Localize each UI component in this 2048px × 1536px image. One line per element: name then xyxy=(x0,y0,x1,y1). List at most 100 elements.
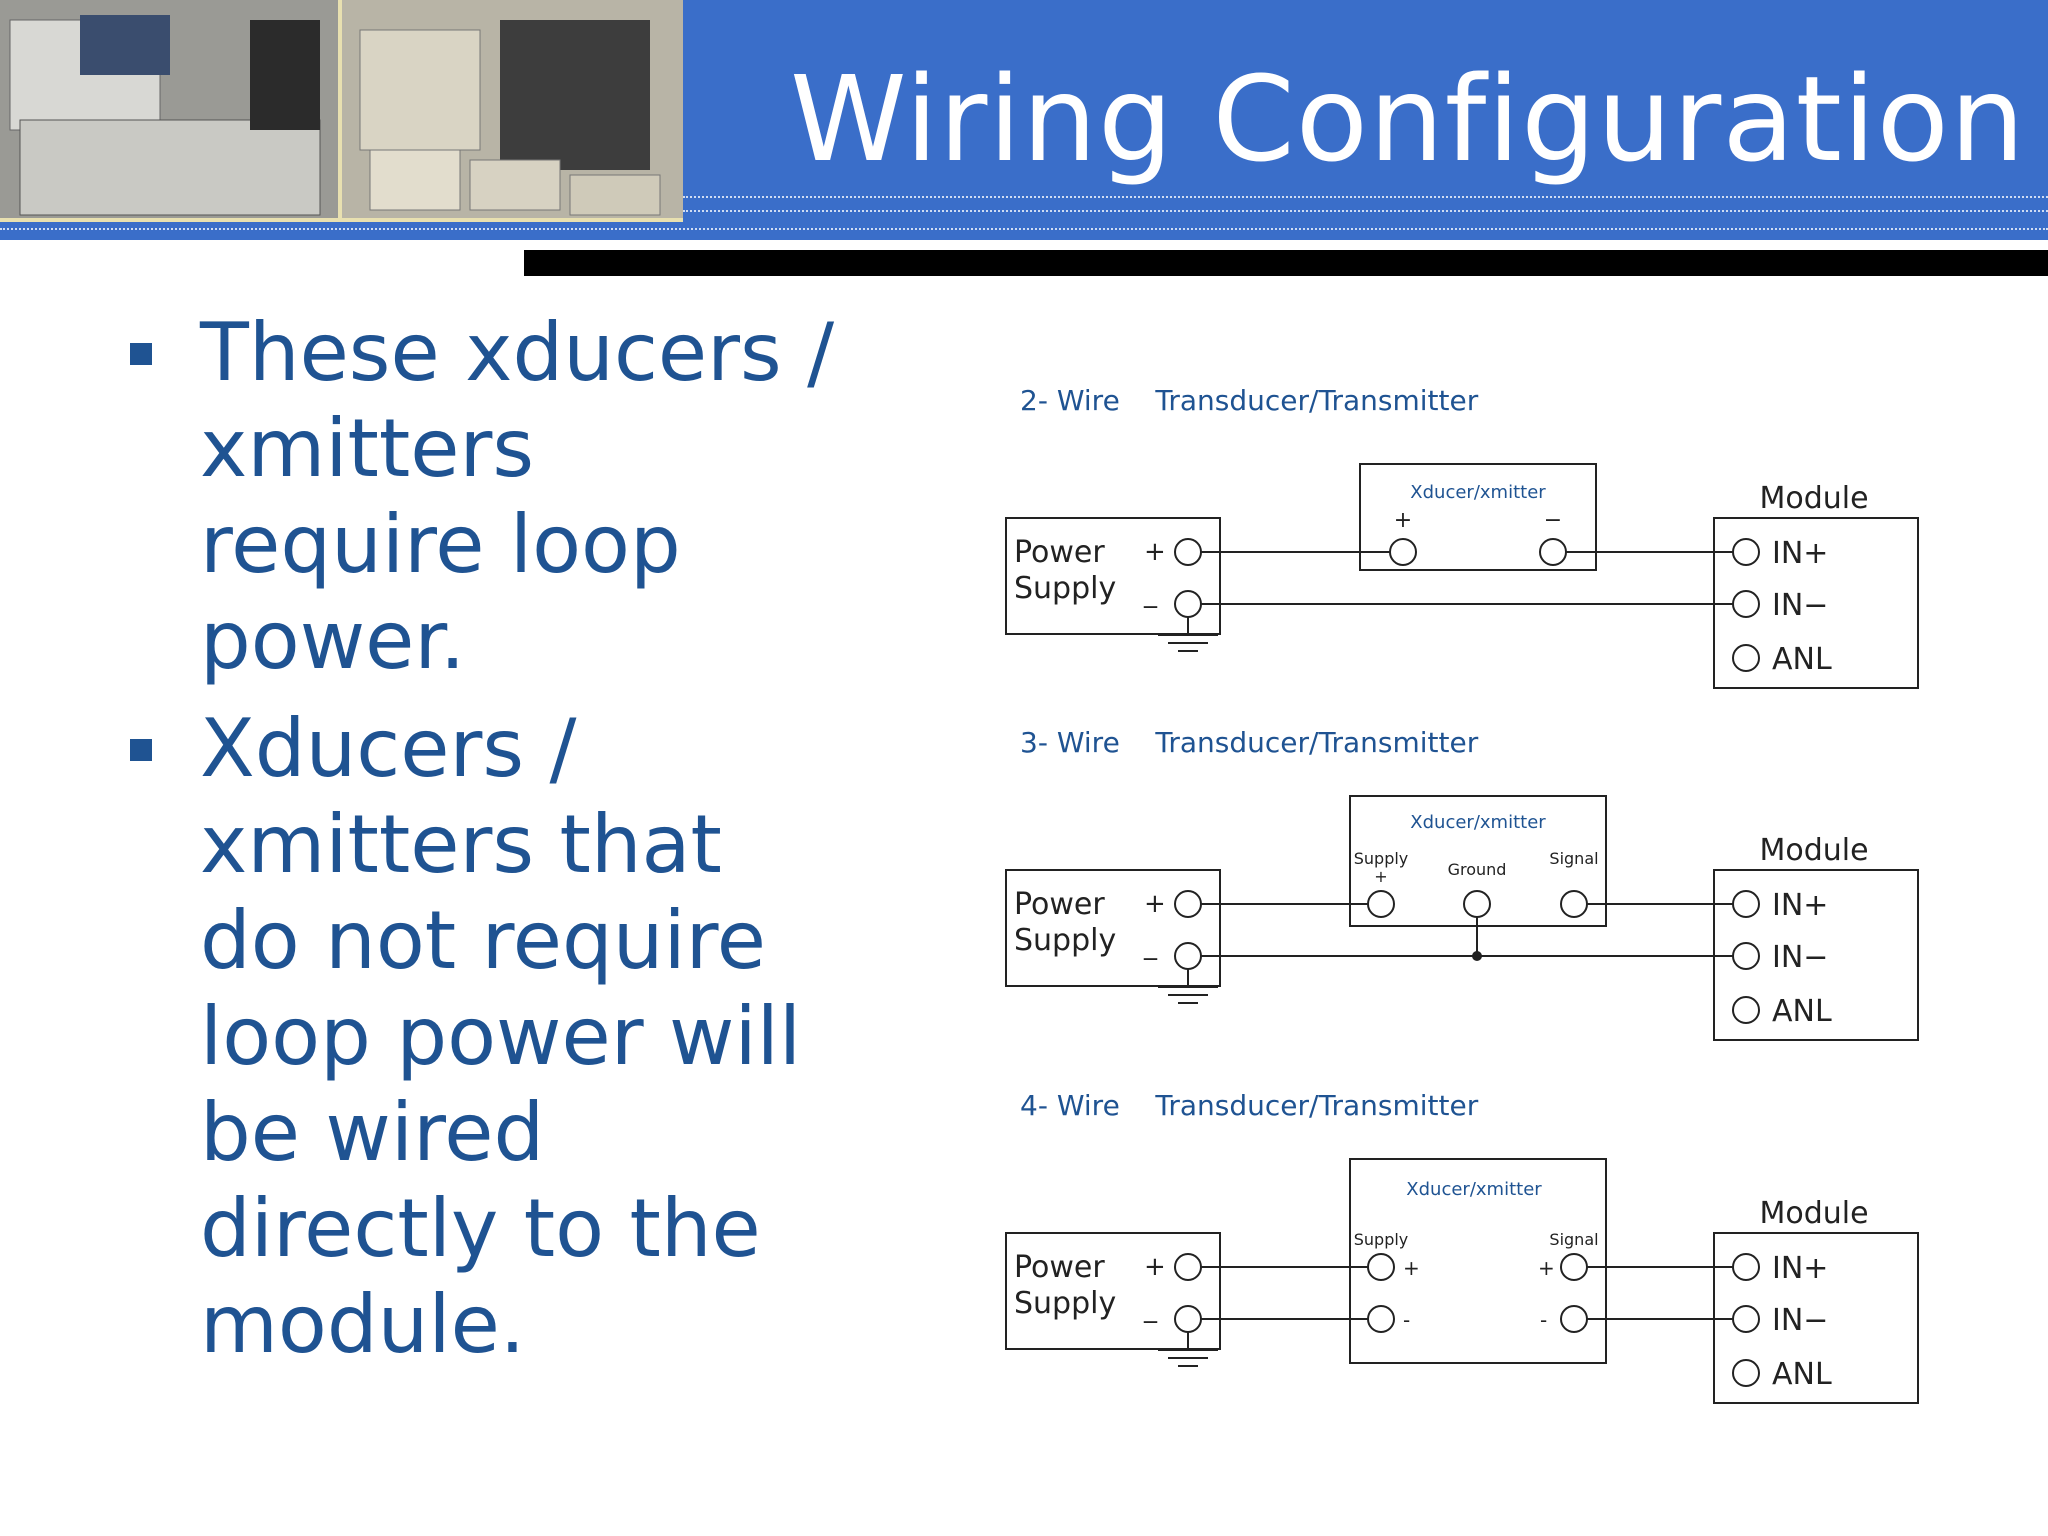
plus-sign: + xyxy=(1144,537,1166,567)
terminal-circle xyxy=(1174,1305,1202,1333)
minus-sign: _ xyxy=(1143,1294,1158,1324)
terminal-circle xyxy=(1367,1253,1395,1281)
terminal-label: Supply xyxy=(1354,1230,1409,1249)
terminal-circle xyxy=(1560,1305,1588,1333)
module-box: Module IN+ IN− ANL xyxy=(1713,833,1919,1041)
plus-sign: + xyxy=(1144,889,1166,919)
slide-header: Wiring Configuration xyxy=(0,0,2048,240)
terminal-circle xyxy=(1732,538,1760,566)
terminal-label: Ground xyxy=(1448,860,1507,879)
terminal-sign: - xyxy=(1403,1308,1410,1332)
xducer-label: Xducer/xmitter xyxy=(1410,812,1546,833)
power-supply-label: Power xyxy=(1014,887,1105,922)
terminal-sign: + xyxy=(1538,1256,1555,1280)
terminal-label: + xyxy=(1394,508,1412,533)
bullet-item: Xducers / xmitters that do not require l… xyxy=(120,701,840,1373)
terminal-circle xyxy=(1732,890,1760,918)
ground-icon xyxy=(1157,1331,1219,1367)
terminal-circle xyxy=(1732,590,1760,618)
terminal-circle xyxy=(1174,538,1202,566)
terminal-circle xyxy=(1732,1253,1760,1281)
plc-hardware-photo xyxy=(0,0,683,222)
terminal-circle xyxy=(1732,1359,1760,1387)
header-cutout xyxy=(0,240,524,276)
terminal-sign: + xyxy=(1403,1256,1420,1280)
minus-sign: _ xyxy=(1143,931,1158,961)
wires xyxy=(1201,903,1733,957)
terminal-circle xyxy=(1560,1253,1588,1281)
terminal-circle xyxy=(1732,1305,1760,1333)
power-supply-box: Power Supply + _ xyxy=(1005,517,1221,652)
terminal-label: Signal xyxy=(1549,1230,1598,1249)
header-dotted-rule xyxy=(683,210,2048,212)
bullet-list: These xducers / xmitters require loop po… xyxy=(120,305,840,1385)
wiring-diagrams: 2- Wire Transducer/Transmitter Power Sup… xyxy=(1005,384,1919,1404)
bullet-square-icon xyxy=(130,739,152,761)
terminal-circle xyxy=(1174,942,1202,970)
terminal-circle xyxy=(1539,538,1567,566)
module-box: Module IN+ IN− ANL xyxy=(1713,481,1919,689)
header-dotted-rule xyxy=(683,196,2048,198)
wires xyxy=(1201,1266,1733,1320)
module-terminal-label: IN+ xyxy=(1772,888,1828,923)
module-terminal-label: IN− xyxy=(1772,588,1828,623)
bullet-item: These xducers / xmitters require loop po… xyxy=(120,305,840,689)
diagram-caption: 2- Wire Transducer/Transmitter xyxy=(1020,384,1479,417)
terminal-sign: - xyxy=(1540,1308,1547,1332)
terminal-circle xyxy=(1732,996,1760,1024)
minus-sign: _ xyxy=(1143,579,1158,609)
terminal-circle xyxy=(1732,644,1760,672)
terminal-label: − xyxy=(1544,508,1562,533)
xducer-label: Xducer/xmitter xyxy=(1410,482,1546,503)
xducer-box: Xducer/xmitter Supply + Ground Signal xyxy=(1349,795,1607,927)
wires xyxy=(1201,551,1733,605)
diagram-caption: 3- Wire Transducer/Transmitter xyxy=(1020,726,1479,759)
power-supply-label: Supply xyxy=(1014,571,1116,606)
module-terminal-label: ANL xyxy=(1772,642,1832,677)
header-dotted-rule xyxy=(0,228,2048,230)
terminal-circle xyxy=(1174,890,1202,918)
ground-icon xyxy=(1157,968,1219,1004)
power-supply-label: Supply xyxy=(1014,923,1116,958)
xducer-box: Xducer/xmitter + − xyxy=(1359,463,1597,571)
power-supply-label: Power xyxy=(1014,1250,1105,1285)
terminal-circle xyxy=(1463,890,1491,918)
module-box: Module IN+ IN− ANL xyxy=(1713,1196,1919,1404)
bullet-square-icon xyxy=(130,343,152,365)
module-label: Module xyxy=(1759,481,1868,516)
header-black-bar xyxy=(524,250,2048,276)
module-terminal-label: ANL xyxy=(1772,994,1832,1029)
plus-sign: + xyxy=(1144,1252,1166,1282)
terminal-label: + xyxy=(1374,867,1387,886)
terminal-circle xyxy=(1732,942,1760,970)
xducer-label: Xducer/xmitter xyxy=(1406,1179,1542,1200)
four-wire-diagram: 4- Wire Transducer/Transmitter Power Sup… xyxy=(1005,1089,1919,1404)
slide-title: Wiring Configuration xyxy=(790,50,2026,188)
module-label: Module xyxy=(1759,833,1868,868)
module-terminal-label: IN+ xyxy=(1772,536,1828,571)
xducer-box: Xducer/xmitter Supply Signal + + - - xyxy=(1349,1158,1607,1364)
ground-icon xyxy=(1157,616,1219,652)
power-supply-label: Supply xyxy=(1014,1286,1116,1321)
bullet-text: Xducers / xmitters that do not require l… xyxy=(200,702,802,1371)
power-supply-box: Power Supply + _ xyxy=(1005,1232,1221,1367)
power-supply-label: Power xyxy=(1014,535,1105,570)
terminal-circle xyxy=(1389,538,1417,566)
two-wire-diagram: 2- Wire Transducer/Transmitter Power Sup… xyxy=(1005,384,1919,689)
module-terminal-label: IN− xyxy=(1772,1303,1828,1338)
terminal-circle xyxy=(1174,1253,1202,1281)
terminal-circle xyxy=(1367,890,1395,918)
module-terminal-label: ANL xyxy=(1772,1357,1832,1392)
bullet-text: These xducers / xmitters require loop po… xyxy=(200,306,835,687)
module-terminal-label: IN− xyxy=(1772,940,1828,975)
diagram-caption: 4- Wire Transducer/Transmitter xyxy=(1020,1089,1479,1122)
terminal-circle xyxy=(1367,1305,1395,1333)
three-wire-diagram: 3- Wire Transducer/Transmitter Power Sup… xyxy=(1005,726,1919,1041)
terminal-label: Signal xyxy=(1549,849,1598,868)
power-supply-box: Power Supply + _ xyxy=(1005,869,1221,1004)
module-terminal-label: IN+ xyxy=(1772,1251,1828,1286)
module-label: Module xyxy=(1759,1196,1868,1231)
junction-dot xyxy=(1472,951,1482,961)
terminal-circle xyxy=(1560,890,1588,918)
terminal-label: Supply xyxy=(1354,849,1409,868)
